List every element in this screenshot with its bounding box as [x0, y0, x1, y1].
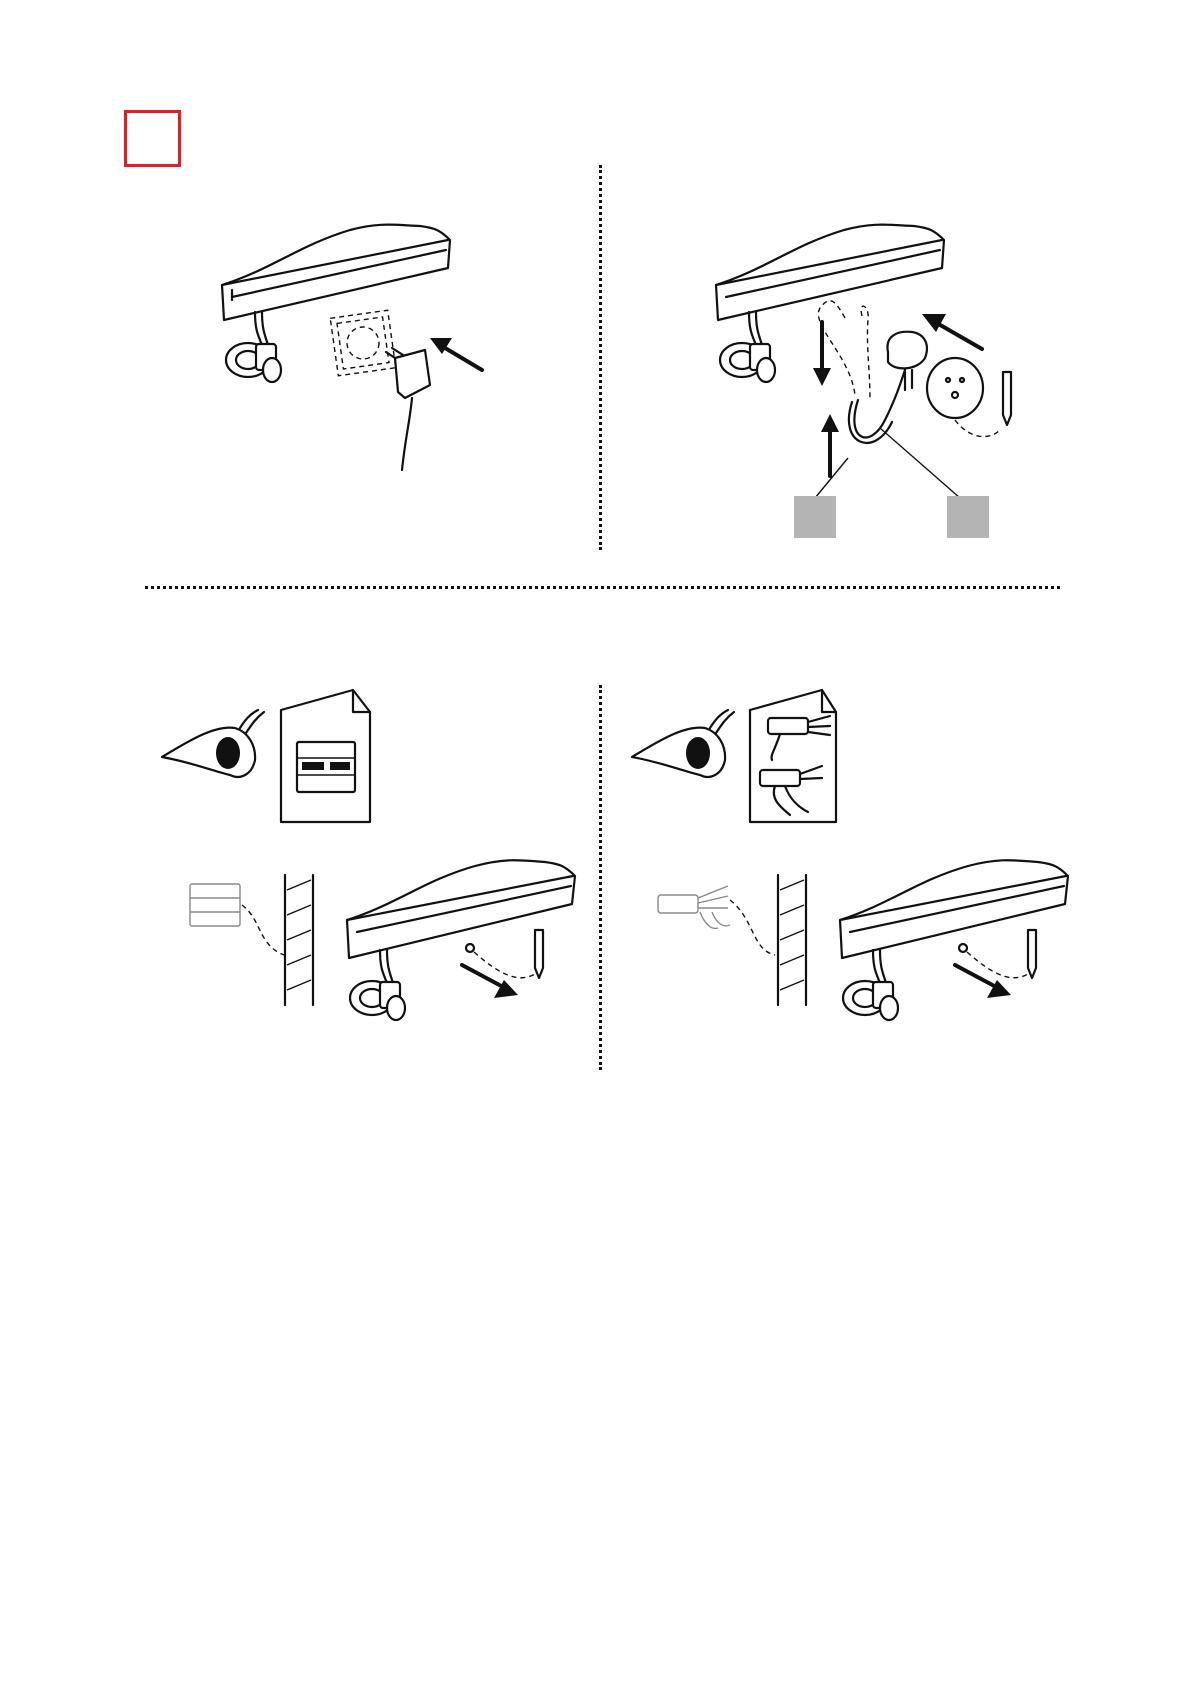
wall-section-icon	[778, 875, 806, 1005]
booklet-icon	[750, 690, 836, 822]
eye-icon	[632, 710, 734, 777]
direction-arrow-icon	[955, 965, 1011, 998]
angle-valve-icon	[843, 950, 898, 1020]
drill-hole-icon	[959, 944, 967, 952]
pencil-icon	[1028, 930, 1036, 978]
cable-control-unit-icon	[658, 886, 775, 955]
